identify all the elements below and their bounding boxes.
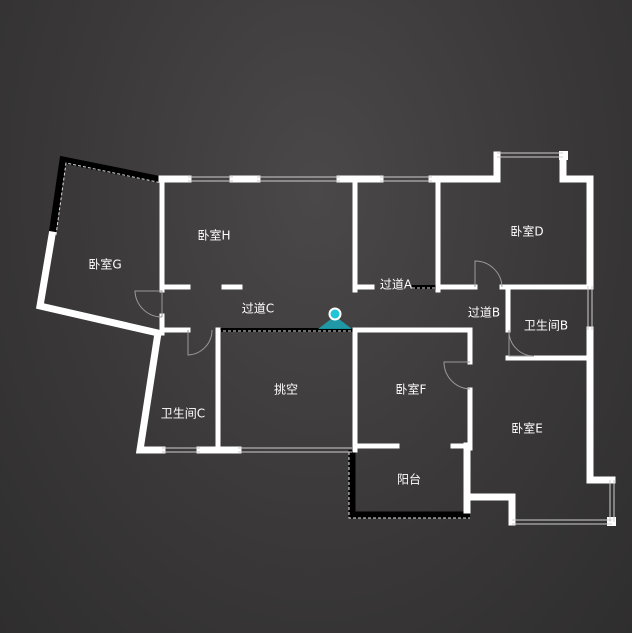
location-dot-icon bbox=[328, 307, 342, 321]
room-bathroom-b[interactable]: 卫生间B bbox=[523, 318, 569, 333]
room-corridor-c[interactable]: 过道C bbox=[241, 301, 275, 316]
room-bedroom-e[interactable]: 卧室E bbox=[511, 421, 543, 436]
view-cone-icon bbox=[318, 316, 352, 329]
room-bedroom-d[interactable]: 卧室D bbox=[510, 224, 544, 239]
room-balcony[interactable]: 阳台 bbox=[396, 472, 422, 487]
room-bedroom-f[interactable]: 卧室F bbox=[395, 382, 427, 397]
unfinished-walls bbox=[48, 155, 470, 519]
viewpoint-marker[interactable] bbox=[318, 307, 352, 330]
room-bathroom-c[interactable]: 卫生间C bbox=[160, 406, 206, 421]
doors bbox=[134, 260, 535, 390]
room-corridor-a[interactable]: 过道A bbox=[379, 277, 413, 292]
room-void[interactable]: 挑空 bbox=[273, 382, 299, 397]
room-bedroom-g[interactable]: 卧室G bbox=[88, 257, 122, 272]
room-corridor-b[interactable]: 过道B bbox=[467, 305, 501, 320]
walls bbox=[35, 151, 616, 526]
windows bbox=[162, 152, 615, 525]
room-bedroom-h[interactable]: 卧室H bbox=[197, 228, 231, 243]
